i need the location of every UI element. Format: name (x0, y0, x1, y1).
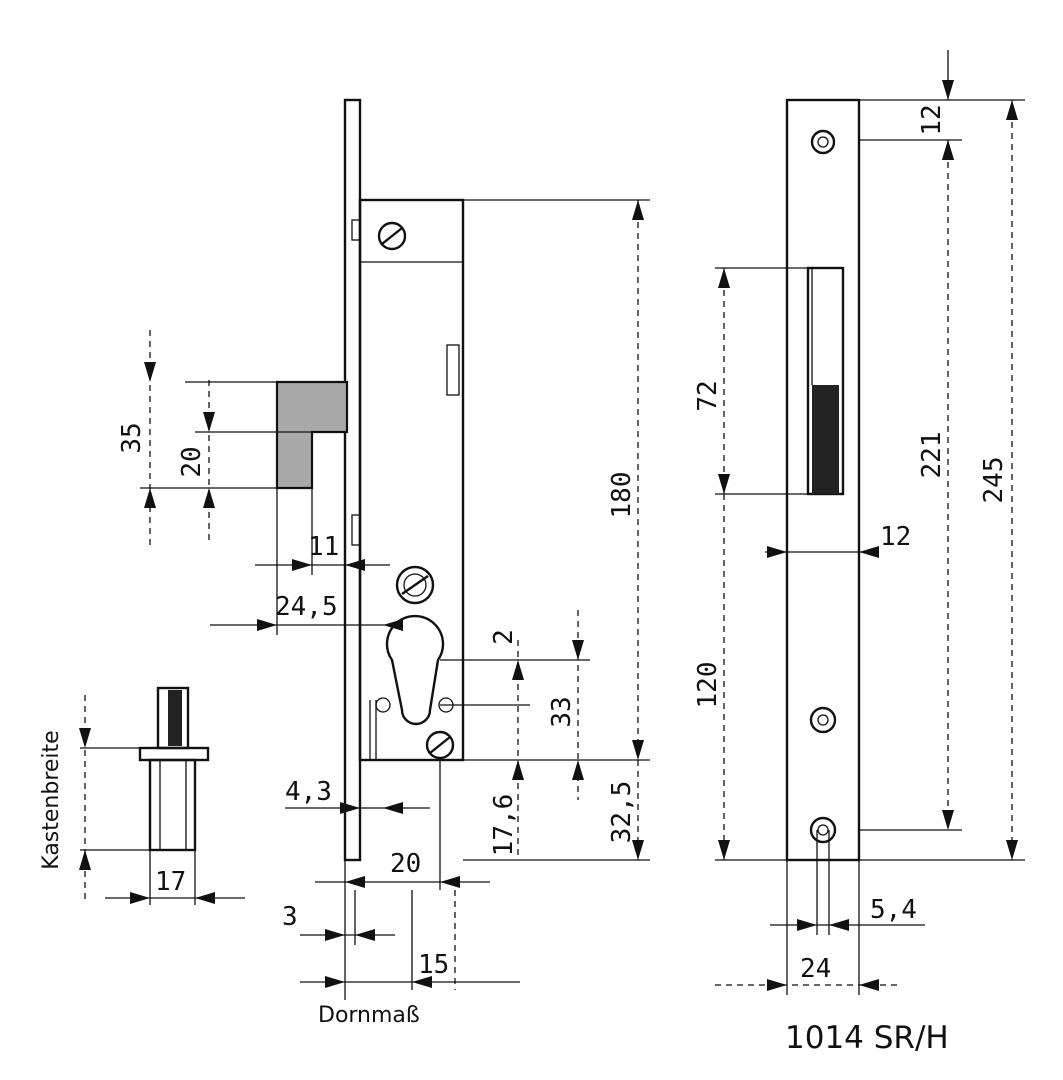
follower-body (148, 758, 197, 852)
kastenbreite-label: Kastenbreite (39, 730, 64, 869)
strike-bolt-area (812, 385, 839, 494)
dim-32-5: 32,5 (607, 781, 637, 844)
screw-top-icon (377, 221, 407, 251)
dim-17-6: 17,6 (489, 794, 519, 857)
latch-bolt (275, 380, 349, 490)
dimension-labels: 12 72 221 245 12 120 5,4 24 35 20 11 24,… (39, 104, 1009, 1056)
dim-17: 17 (155, 867, 186, 897)
strike-hole-top-icon (810, 129, 836, 155)
faceplate (343, 98, 362, 862)
dim-180: 180 (607, 472, 637, 519)
dim-221: 221 (917, 432, 947, 479)
dim-33: 33 (547, 696, 577, 727)
dim-20-latch: 20 (177, 446, 207, 477)
dim-4-3: 4,3 (285, 777, 332, 807)
dornmass-label: Dornmaß (318, 1003, 420, 1028)
lock-body-drawing (275, 98, 465, 862)
cylinder-profile (385, 614, 445, 726)
dim-12-width: 12 (880, 522, 911, 552)
dim-20-bottom: 20 (390, 849, 421, 879)
dim-11: 11 (308, 532, 339, 562)
follower-detail-drawing (138, 686, 210, 852)
dim-72: 72 (693, 380, 723, 411)
dim-15: 15 (418, 950, 449, 980)
dim-245: 245 (979, 457, 1009, 504)
strike-plate-drawing (785, 98, 861, 862)
dim-3: 3 (282, 902, 298, 932)
dim-35: 35 (117, 422, 147, 453)
dim-5-4: 5,4 (870, 895, 917, 925)
dim-120: 120 (693, 662, 723, 709)
model-number: 1014 SR/H (785, 1020, 949, 1056)
screw-middle-icon (395, 565, 435, 605)
dim-12-top: 12 (917, 104, 947, 135)
screw-bottom-icon (425, 730, 455, 760)
strike-hole-middle-icon (809, 706, 837, 734)
strike-hole-bottom-icon (809, 816, 837, 844)
dim-24: 24 (800, 954, 831, 984)
dimension-lines (79, 50, 1025, 1000)
dim-2: 2 (489, 629, 519, 645)
strike-plate (785, 98, 861, 862)
lock-case (358, 198, 465, 762)
dim-24-5: 24,5 (275, 592, 338, 622)
